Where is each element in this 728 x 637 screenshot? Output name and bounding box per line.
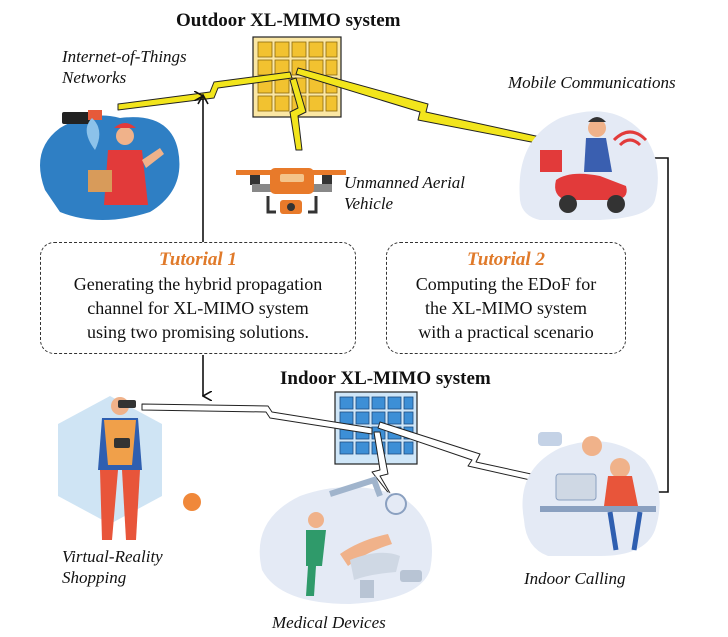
tutorial-2-box: Tutorial 2 Computing the EDoF for the XL… [386,242,626,354]
tutorial-1-line-3: using two promising solutions. [86,322,310,342]
medical-label: Medical Devices [272,613,386,632]
tutorial-1-line-2: channel for XL-MIMO system [87,298,309,318]
lightning-link-vr [141,403,373,435]
mobile-illustration [519,111,658,220]
tutorial-1-box: Tutorial 1 Generating the hybrid propaga… [40,242,356,354]
vr-label-line-2: Shopping [62,568,127,587]
iot-label-line-2: Networks [62,68,127,87]
tutorial-2-line-1: Computing the EDoF for [415,274,597,294]
calling-label: Indoor Calling [524,569,626,588]
iot-label: Internet-of-Things Networks [62,46,187,88]
tutorial-2-title: Tutorial 2 [467,249,545,270]
vr-label-line-1: Virtual-Reality [62,547,163,566]
tutorial-1-line-1: Generating the hybrid propagation [73,274,323,294]
tutorial-2-line-2: the XL-MIMO system [425,298,587,318]
iot-label-line-1: Internet-of-Things [62,47,187,66]
mobile-label: Mobile Communications [508,73,676,92]
outdoor-system-title: Outdoor XL-MIMO system [176,10,401,31]
lightning-link-uav [289,77,307,151]
uav-illustration [236,168,346,214]
lightning-link-iot [117,71,293,111]
medical-illustration [259,476,432,604]
uav-label: Unmanned Aerial Vehicle [344,172,465,214]
iot-illustration [40,110,180,220]
uav-label-line-2: Vehicle [344,194,394,213]
calling-illustration [522,432,660,556]
vr-illustration [58,396,201,540]
uav-label-line-1: Unmanned Aerial [344,173,466,192]
indoor-system-title: Indoor XL-MIMO system [280,368,491,389]
tutorial-2-line-3: with a practical scenario [418,322,594,342]
lightning-link-medical [371,431,395,501]
tutorial-1-title: Tutorial 1 [159,249,237,270]
vr-label: Virtual-Reality Shopping [62,546,163,588]
